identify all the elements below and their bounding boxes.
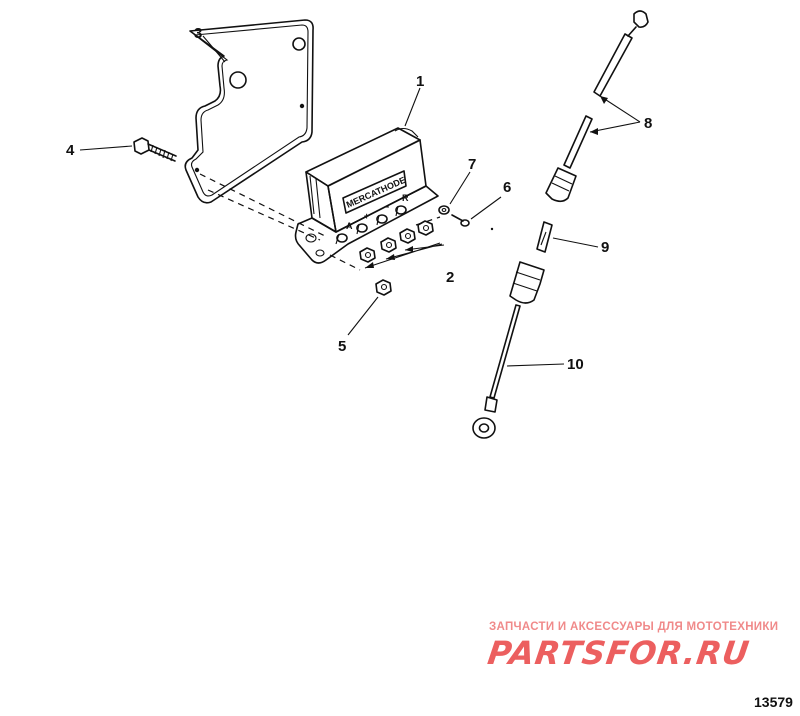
fuse [536,221,553,253]
watermark-logo: PARTSFOR.RU [485,634,753,672]
lower-lead-wire [472,261,545,439]
mercathode-controller [294,127,439,264]
terminal-label-plus: + [364,211,369,221]
callout-2: 2 [446,269,454,286]
terminal-label-a: A [346,221,353,231]
callout-9: 9 [601,239,609,256]
mounting-screw [133,137,177,162]
callout-8: 8 [644,115,652,132]
terminal-studs [335,205,407,245]
callout-numbers: 1 2 3 4 5 6 7 8 9 10 [66,25,652,373]
callout-6: 6 [503,179,511,196]
hex-nuts [359,220,434,263]
lower-nut [375,279,392,296]
callout-1: 1 [416,73,424,90]
terminal-label-minus: − [384,202,389,212]
callout-4: 4 [66,142,75,159]
upper-lead-wire [545,10,649,203]
watermark-caption: ЗАПЧАСТИ И АКСЕССУАРЫ ДЛЯ МОТОТЕХНИКИ [489,621,779,633]
drawing-number: 13579 [754,694,793,710]
small-screw [451,214,494,231]
callout-5: 5 [338,338,346,355]
leader-lines [79,35,641,367]
terminal-label-r: R [402,193,409,203]
mounting-bracket-plate [184,19,314,204]
callout-3: 3 [194,25,202,42]
callout-7: 7 [468,156,476,173]
lock-washer [438,205,450,215]
callout-10: 10 [567,356,584,373]
